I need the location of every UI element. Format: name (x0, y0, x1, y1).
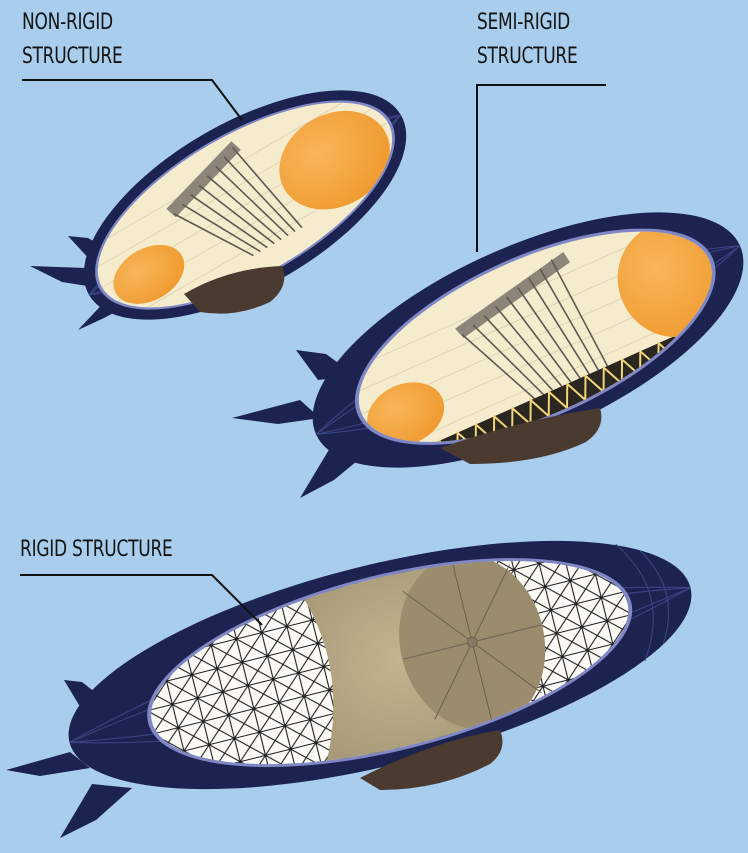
nonrigid-leader-line (22, 80, 242, 120)
label-rigid-structure: RIGID STRUCTURE (20, 533, 173, 567)
rigid-tail-fin-bottom (60, 784, 132, 838)
label-rigid-line1: RIGID STRUCTURE (20, 533, 173, 567)
label-semi-rigid-line1: SEMI-RIGID (477, 6, 577, 40)
label-semi-rigid-structure: SEMI-RIGID STRUCTURE (477, 6, 577, 74)
label-non-rigid-line1: NON-RIGID (22, 6, 122, 40)
label-non-rigid-line2: STRUCTURE (22, 40, 122, 74)
label-non-rigid-structure: NON-RIGID STRUCTURE (22, 6, 122, 74)
label-semi-rigid-line2: STRUCTURE (477, 40, 577, 74)
non-rigid-airship (30, 44, 442, 366)
semirigid-tail-fin-left (232, 400, 320, 424)
